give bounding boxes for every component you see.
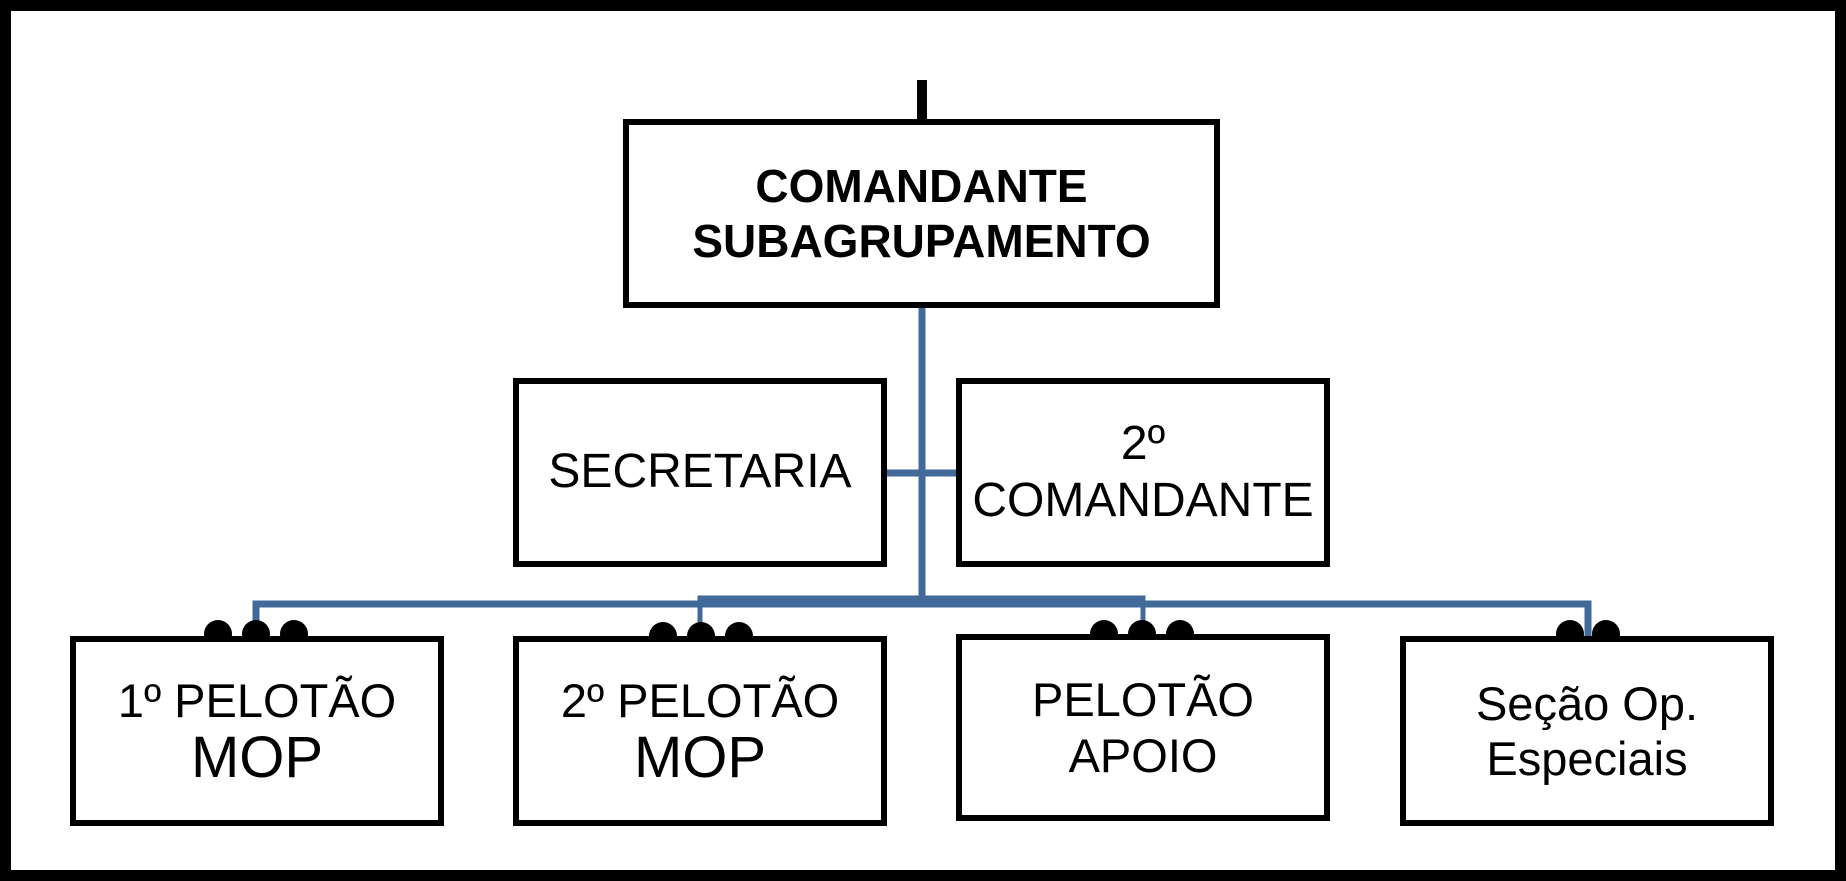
pelotao-apoio-box: PELOTÃO APOIO xyxy=(956,634,1330,821)
commander-box: COMANDANTE SUBAGRUPAMENTO xyxy=(623,119,1220,308)
secao-especiais-box: Seção Op. Especiais xyxy=(1400,636,1774,826)
commander-title-line2: SUBAGRUPAMENTO xyxy=(692,214,1151,267)
secao-especiais-line1: Seção Op. xyxy=(1475,676,1699,730)
branch-bar xyxy=(252,600,1592,636)
commander-bar-symbol xyxy=(917,80,927,126)
secretaria-box: SECRETARIA xyxy=(513,378,887,567)
secretaria-label: SECRETARIA xyxy=(548,445,852,499)
pelotao-1-box: 1º PELOTÃO MOP xyxy=(70,636,444,826)
commander-title-line1: COMANDANTE xyxy=(755,160,1088,213)
pelotao-apoio-line1: PELOTÃO xyxy=(1031,673,1254,727)
pelotao-2-line2: MOP xyxy=(633,725,767,791)
branch-bar-inner xyxy=(697,595,1146,636)
second-commander-line2: COMANDANTE xyxy=(972,473,1314,527)
pelotao-1-line1: 1º PELOTÃO xyxy=(117,673,397,727)
pelotao-2-line1: 2º PELOTÃO xyxy=(560,673,840,727)
second-commander-box: 2º COMANDANTE xyxy=(956,378,1330,567)
pelotao-2-box: 2º PELOTÃO MOP xyxy=(513,636,887,826)
secao-especiais-line2: Especiais xyxy=(1486,732,1688,785)
second-commander-line1: 2º xyxy=(1120,416,1166,470)
pelotao-apoio-line2: APOIO xyxy=(1068,728,1218,782)
pelotao-1-line2: MOP xyxy=(190,725,324,791)
